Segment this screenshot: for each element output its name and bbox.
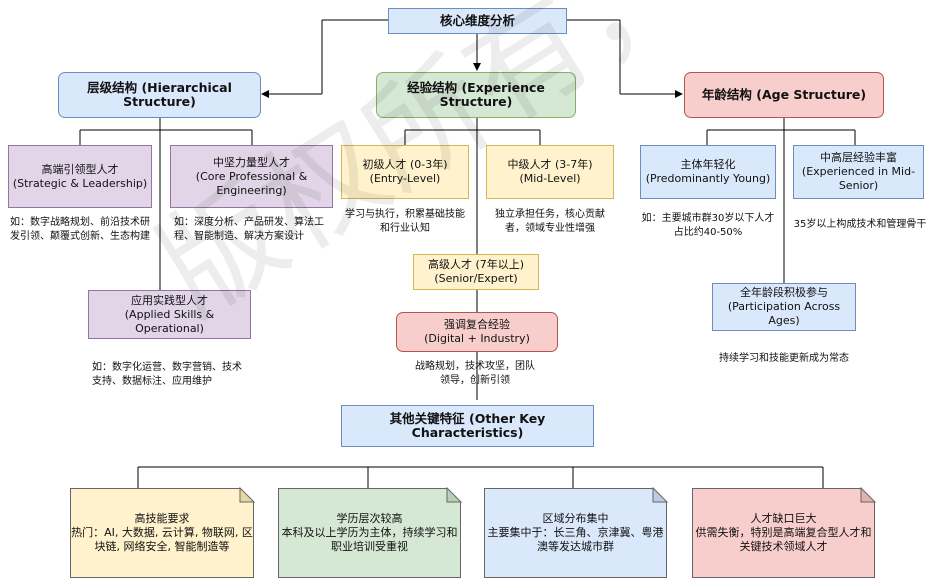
applied-note-line1: 如：数字化运营、数字营销、技术 bbox=[92, 362, 242, 373]
hierarchy-node[interactable]: 层级结构 (Hierarchical Structure) bbox=[58, 72, 261, 118]
region-line2: 主要集中于：长三角、京津冀、粤港 bbox=[487, 526, 664, 539]
leader-note-line2: 发引领、颠覆式创新、生态构建 bbox=[10, 231, 150, 242]
mid-line2: (Mid-Level) bbox=[519, 172, 581, 185]
all-ages-node[interactable]: 全年龄段积极参与 (Participation Across Ages) bbox=[712, 283, 856, 331]
core-note-line2: 程、智能制造、解决方案设计 bbox=[174, 231, 304, 242]
entry-line2: (Entry-Level) bbox=[369, 172, 441, 185]
gap-line3: 关键技术领域人才 bbox=[739, 540, 828, 553]
other-node[interactable]: 其他关键特征 (Other Key Characteristics) bbox=[341, 405, 594, 447]
complex-line2: (Digital + Industry) bbox=[424, 332, 530, 345]
leader-node[interactable]: 高端引领型人才 (Strategic & Leadership) bbox=[8, 145, 152, 208]
young-line1: 主体年轻化 bbox=[680, 158, 736, 171]
complex-note-line2: 领导，创新引领 bbox=[440, 375, 510, 386]
gap-card[interactable]: 人才缺口巨大 供需失衡，特别是高端复合型人才和 关键技术领域人才 bbox=[692, 488, 875, 578]
all-ages-note: 持续学习和技能更新成为常态 bbox=[706, 352, 862, 366]
young-node[interactable]: 主体年轻化 (Predominantly Young) bbox=[640, 145, 776, 199]
all-ages-line1: 全年龄段积极参与 bbox=[740, 286, 828, 299]
senior-line1: 高级人才 (7年以上) bbox=[427, 258, 525, 271]
applied-line1: 应用实践型人才 bbox=[131, 293, 208, 307]
applied-note-line2: 支持、数据标注、应用维护 bbox=[92, 376, 212, 387]
hierarchy-title: 层级结构 (Hierarchical Structure) bbox=[87, 80, 232, 109]
education-line2: 本科及以上学历为主体，持续学习和 bbox=[281, 526, 458, 539]
other-title-line1: 其他关键特征 (Other Key bbox=[389, 411, 546, 426]
experienced-note: 35岁以上构成技术和管理骨干 bbox=[790, 218, 930, 232]
mid-node[interactable]: 中级人才 (3-7年) (Mid-Level) bbox=[486, 145, 614, 199]
complex-node[interactable]: 强调复合经验 (Digital + Industry) bbox=[396, 312, 558, 352]
mid-note: 独立承担任务，核心贡献 者，领域专业性增强 bbox=[484, 208, 616, 236]
experienced-note-line1: 35岁以上构成技术和管理骨干 bbox=[793, 219, 927, 230]
education-line1: 学历层次较高 bbox=[336, 512, 403, 525]
applied-node[interactable]: 应用实践型人才 (Applied Skills & Operational) bbox=[88, 290, 251, 339]
young-note: 如：主要城市群30岁以下人才 占比约40-50% bbox=[636, 212, 780, 240]
young-line2: (Predominantly Young) bbox=[645, 172, 771, 185]
leader-note: 如：数字战略规划、前沿技术研 发引领、颠覆式创新、生态构建 bbox=[10, 216, 160, 244]
experience-title: 经验结构 (Experience Structure) bbox=[407, 80, 545, 109]
core-note: 如：深度分析、产品研发、算法工 程、智能制造、解决方案设计 bbox=[174, 216, 334, 244]
root-node[interactable]: 核心维度分析 bbox=[388, 8, 567, 34]
senior-line2: (Senior/Expert) bbox=[434, 272, 518, 285]
region-line3: 澳等发达城市群 bbox=[537, 540, 614, 553]
education-card[interactable]: 学历层次较高 本科及以上学历为主体，持续学习和 职业培训受重视 bbox=[278, 488, 461, 578]
experienced-line3: Senior) bbox=[838, 179, 879, 192]
all-ages-note-line1: 持续学习和技能更新成为常态 bbox=[719, 353, 849, 364]
complex-note: 战略规划，技术攻坚，团队 领导，创新引领 bbox=[400, 360, 550, 388]
entry-line1: 初级人才 (0-3年) bbox=[362, 158, 448, 171]
complex-note-line1: 战略规划，技术攻坚，团队 bbox=[415, 361, 535, 372]
gap-line1: 人才缺口巨大 bbox=[750, 512, 817, 525]
leader-line1: 高端引领型人才 bbox=[41, 162, 119, 176]
core-line3: Engineering) bbox=[216, 183, 287, 197]
age-node[interactable]: 年龄结构 (Age Structure) bbox=[684, 72, 884, 118]
leader-note-line1: 如：数字战略规划、前沿技术研 bbox=[10, 217, 150, 228]
senior-node[interactable]: 高级人才 (7年以上) (Senior/Expert) bbox=[413, 254, 539, 290]
leader-line2: (Strategic & Leadership) bbox=[12, 176, 148, 190]
core-line2: (Core Professional & bbox=[195, 169, 308, 183]
experience-node[interactable]: 经验结构 (Experience Structure) bbox=[376, 72, 576, 118]
other-title-line2: Characteristics) bbox=[411, 425, 524, 440]
region-line1: 区域分布集中 bbox=[542, 512, 609, 525]
root-title: 核心维度分析 bbox=[439, 13, 515, 28]
entry-note-line1: 学习与执行，积累基础技能 bbox=[345, 209, 465, 220]
skills-line3: 块链, 网络安全, 智能制造等 bbox=[94, 540, 230, 553]
young-note-line2: 占比约40-50% bbox=[673, 227, 743, 238]
applied-note: 如：数字化运营、数字营销、技术 支持、数据标注、应用维护 bbox=[92, 361, 252, 389]
core-node[interactable]: 中坚力量型人才 (Core Professional & Engineering… bbox=[170, 145, 333, 208]
experienced-node[interactable]: 中高层经验丰富 (Experienced in Mid- Senior) bbox=[793, 145, 924, 199]
entry-note: 学习与执行，积累基础技能 和行业认知 bbox=[340, 208, 470, 236]
mid-note-line2: 者，领域专业性增强 bbox=[505, 223, 595, 234]
gap-line2: 供需失衡，特别是高端复合型人才和 bbox=[695, 526, 872, 539]
experienced-line2: (Experienced in Mid- bbox=[801, 165, 916, 178]
entry-note-line2: 和行业认知 bbox=[380, 223, 430, 234]
skills-line2: 热门：AI, 大数据, 云计算, 物联网, 区 bbox=[71, 526, 253, 539]
education-line3: 职业培训受重视 bbox=[331, 540, 408, 553]
applied-line2: (Applied Skills & Operational) bbox=[124, 307, 215, 335]
experienced-line1: 中高层经验丰富 bbox=[820, 151, 897, 164]
core-line1: 中坚力量型人才 bbox=[213, 155, 290, 169]
skills-card[interactable]: 高技能要求 热门：AI, 大数据, 云计算, 物联网, 区 块链, 网络安全, … bbox=[70, 488, 254, 578]
mid-note-line1: 独立承担任务，核心贡献 bbox=[495, 209, 605, 220]
entry-node[interactable]: 初级人才 (0-3年) (Entry-Level) bbox=[341, 145, 469, 199]
core-note-line1: 如：深度分析、产品研发、算法工 bbox=[174, 217, 324, 228]
age-title: 年龄结构 (Age Structure) bbox=[701, 87, 867, 102]
region-card[interactable]: 区域分布集中 主要集中于：长三角、京津冀、粤港 澳等发达城市群 bbox=[484, 488, 667, 578]
all-ages-line2: (Participation Across Ages) bbox=[727, 300, 841, 327]
mid-line1: 中级人才 (3-7年) bbox=[507, 158, 593, 171]
skills-line1: 高技能要求 bbox=[134, 512, 190, 525]
young-note-line1: 如：主要城市群30岁以下人才 bbox=[641, 213, 775, 224]
complex-line1: 强调复合经验 bbox=[444, 318, 510, 331]
